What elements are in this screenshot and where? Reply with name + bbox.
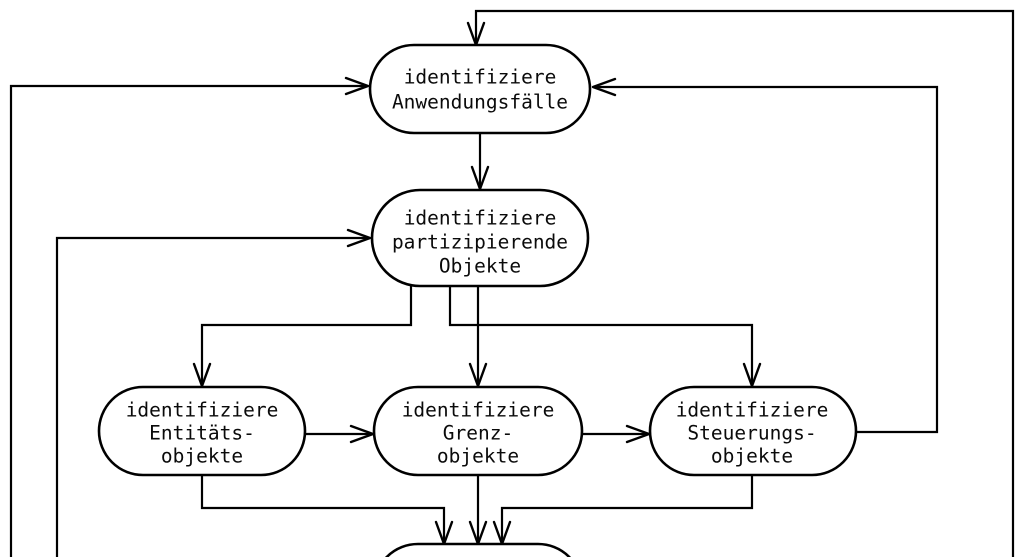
arrowhead-into-anwendungsfaelle-right	[591, 77, 617, 97]
edge-feedback-left-inner	[55, 228, 372, 557]
node-entitaetsobjekte[interactable]: identifiziere Entitäts- objekte	[97, 385, 307, 477]
node-entitaetsobjekte-line-0: identifiziere	[126, 399, 279, 422]
edge-partizipierende-to-entitaets	[192, 286, 413, 388]
node-partizipierende-objekte-line-0: identifiziere	[404, 207, 557, 230]
node-grenzobjekte-line-0: identifiziere	[402, 399, 555, 422]
edge-grenz-to-steuerungs	[583, 424, 651, 444]
node-steuerungsobjekte-line-2: objekte	[711, 445, 793, 468]
node-grenzobjekte[interactable]: identifiziere Grenz- objekte	[372, 385, 584, 477]
edge-feedback-steuerungs-to-anwendungsfaelle	[591, 77, 939, 434]
arrowhead-into-partizipierende-objekte-left	[346, 228, 372, 248]
edge-entitaets-to-bottom	[200, 476, 454, 546]
edge-feedback-left-outer	[9, 76, 370, 557]
node-entitaetsobjekte-line-1: Entitäts-	[149, 422, 255, 445]
node-entitaetsobjekte-shape[interactable]	[97, 385, 307, 477]
node-steuerungsobjekte-line-0: identifiziere	[676, 399, 829, 422]
node-partizipierende-objekte-line-1: partizipierende	[392, 231, 568, 254]
node-anwendungsfaelle[interactable]: identifiziere Anwendungsfälle	[368, 43, 592, 135]
node-steuerungsobjekte-shape[interactable]	[648, 385, 858, 477]
node-partizipierende-objekte[interactable]: identifiziere partizipierende Objekte	[370, 188, 590, 288]
arrowhead-into-anwendungsfaelle-left	[344, 76, 370, 96]
edge-steuerungs-to-bottom	[492, 476, 754, 546]
edge-line-po-steuerungs	[448, 286, 754, 385]
node-grenzobjekte-shape[interactable]	[372, 385, 584, 477]
node-anwendungsfaelle-shape[interactable]	[368, 43, 592, 135]
node-bottom-clipped-shape[interactable]	[374, 542, 582, 557]
edge-anwendungsfaelle-to-partizipierende	[470, 133, 490, 191]
edge-line-feedback-left-inner	[55, 236, 369, 557]
node-grenzobjekte-line-1: Grenz-	[443, 422, 513, 445]
edge-line-feedback-right	[594, 85, 939, 434]
edge-line-entitaets-bottom	[200, 476, 446, 543]
edge-grenz-to-bottom	[468, 476, 488, 546]
node-entitaetsobjekte-line-2: objekte	[161, 445, 243, 468]
node-steuerungsobjekte-line-1: Steuerungs-	[687, 422, 816, 445]
node-partizipierende-objekte-line-2: Objekte	[439, 255, 521, 278]
node-anwendungsfaelle-line-1: Anwendungsfälle	[392, 91, 568, 114]
edge-line-steuerungs-bottom	[500, 476, 754, 543]
edge-entitaets-to-grenz	[306, 424, 375, 444]
edge-partizipierende-to-steuerungs	[448, 286, 762, 388]
edge-partizipierende-to-grenz	[468, 286, 488, 388]
node-steuerungsobjekte[interactable]: identifiziere Steuerungs- objekte	[648, 385, 858, 477]
node-partizipierende-objekte-shape[interactable]	[370, 188, 590, 288]
node-bottom-clipped[interactable]	[374, 542, 582, 557]
node-anwendungsfaelle-line-0: identifiziere	[404, 66, 557, 89]
edge-line-po-entitaets	[200, 286, 413, 385]
edge-line-feedback-outer-top	[474, 9, 1015, 557]
node-grenzobjekte-line-2: objekte	[437, 445, 519, 468]
edge-line-feedback-left-outer	[9, 84, 367, 557]
